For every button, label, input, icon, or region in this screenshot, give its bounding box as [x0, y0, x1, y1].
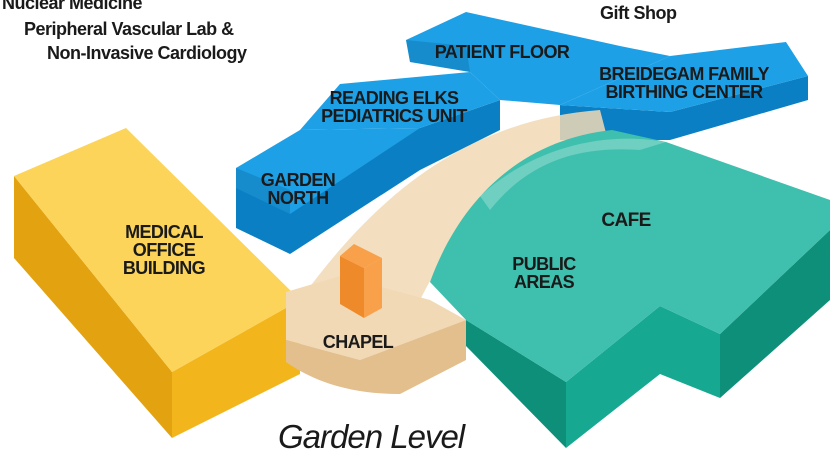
cafe-ramp-highlight	[480, 138, 666, 210]
medical-office-right-face	[172, 300, 300, 438]
chapel-front-face	[286, 320, 466, 394]
area-label-line: CAFE	[601, 210, 650, 231]
area-label-line: PUBLIC	[512, 254, 576, 274]
area-label-line: PEDIATRICS UNIT	[321, 106, 467, 126]
medical-office-left-face	[14, 176, 172, 438]
pediatrics-front-face	[420, 100, 500, 170]
chapel-top-face	[286, 276, 466, 360]
orange-pillar	[340, 244, 382, 318]
pediatrics-top-face	[300, 72, 500, 130]
area-label-line: GARDEN	[261, 170, 335, 190]
blue-wing-shade-2	[236, 168, 290, 214]
cafe-front-face	[660, 306, 720, 398]
area-label-line: OFFICE	[133, 240, 196, 260]
label-patient-floor: PATIENT FLOOR	[435, 42, 570, 62]
patient-floor-top-face	[406, 12, 670, 105]
garden-north-top-face	[236, 128, 420, 214]
medical-office-top-face	[14, 128, 300, 372]
area-label-line: PATIENT FLOOR	[435, 42, 570, 62]
legend-peripheral-vascular-lab: Peripheral Vascular Lab &	[24, 19, 234, 39]
orange-pillar-left-face	[340, 256, 364, 318]
blue-wing	[236, 12, 808, 254]
blue-wing-shade-1	[406, 40, 470, 72]
area-label-line: BIRTHING CENTER	[606, 82, 764, 102]
legend-gift-shop: Gift Shop	[600, 3, 677, 23]
level-title: Garden Level	[278, 418, 465, 455]
cafe-right-face	[720, 230, 830, 398]
area-label-line: NORTH	[268, 188, 329, 208]
orange-pillar-right-face	[364, 258, 382, 318]
legend-non-invasive-cardiology: Non-Invasive Cardiology	[47, 43, 247, 63]
birthing-front-face	[560, 76, 808, 140]
public-areas-block	[430, 130, 830, 448]
area-label-line: BUILDING	[123, 258, 205, 278]
legend-nuclear-medicine: Nuclear Medicine	[2, 0, 143, 13]
area-label-line: AREAS	[514, 272, 575, 292]
area-label-line: CHAPEL	[323, 332, 394, 352]
public-areas-top-face	[430, 130, 830, 382]
label-chapel: CHAPEL	[323, 332, 394, 352]
medical-office-block	[14, 128, 300, 438]
area-label-line: BREIDEGAM FAMILY	[599, 64, 769, 84]
area-label-line: READING ELKS	[330, 88, 459, 108]
public-areas-front-face	[566, 306, 660, 448]
public-areas-left-face	[466, 320, 566, 448]
label-cafe: CAFE	[601, 210, 650, 231]
orange-pillar-top-face	[340, 244, 382, 268]
birthing-center-top-face	[560, 42, 808, 112]
area-label-line: MEDICAL	[125, 222, 203, 242]
